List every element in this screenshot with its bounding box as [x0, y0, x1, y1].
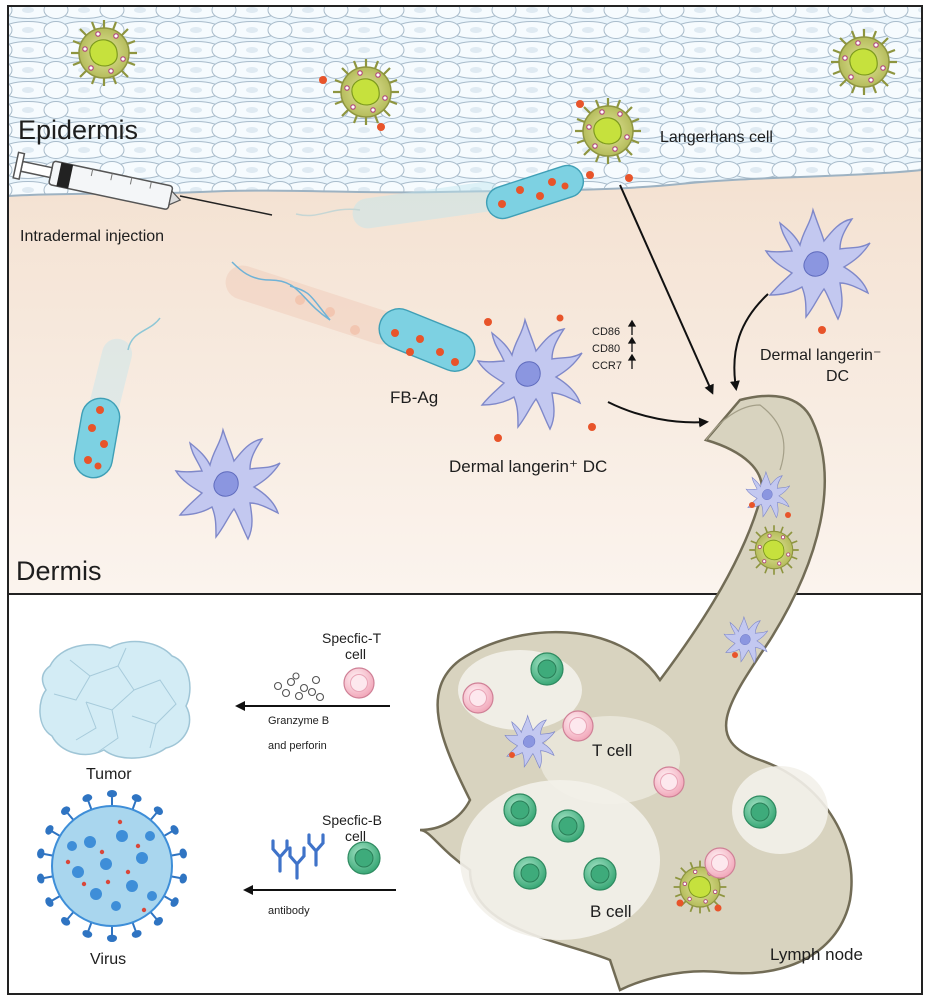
t-cell — [462, 682, 494, 714]
label-tumor: Tumor — [86, 766, 132, 783]
fb-ag-bacteria — [73, 164, 585, 479]
marker-cd80: CD80 — [592, 343, 620, 355]
b-cell — [503, 793, 537, 827]
label-spec-t-line2: cell — [345, 646, 366, 662]
b-cell — [530, 652, 564, 686]
t-cell — [704, 847, 736, 879]
t-cell — [653, 766, 685, 798]
label-antibody: antibody — [268, 905, 310, 917]
bottom-panel-frame — [7, 593, 923, 995]
label-granzyme-line1: Granzyme B — [268, 715, 329, 727]
marker-cd86: CD86 — [592, 326, 620, 338]
granzyme-particles — [273, 672, 325, 702]
b-cell — [583, 857, 617, 891]
lymph-node — [419, 394, 853, 992]
label-granzyme-line2: and perforin — [268, 740, 327, 752]
t-cell — [562, 710, 594, 742]
label-virus: Virus — [90, 951, 126, 968]
langerhans-cell-1 — [69, 18, 139, 88]
b-cell — [743, 795, 777, 829]
label-fb-ag: FB-Ag — [390, 388, 438, 407]
antigen-dots-langerhans — [319, 76, 633, 182]
marker-ccr7: CCR7 — [592, 360, 622, 372]
vessel-langerhans — [748, 524, 800, 576]
label-spec-b-line2: cell — [345, 828, 366, 844]
label-b-cell: B cell — [590, 902, 632, 921]
label-spec-t-line1: Specfic-T — [322, 630, 382, 646]
marker-list: CD86 CD80 CCR7 — [592, 319, 637, 372]
migration-arrows — [607, 184, 769, 428]
b-cell — [551, 809, 585, 843]
label-t-cell: T cell — [592, 741, 632, 760]
epidermis-region — [8, 6, 922, 196]
specific-t-cell — [343, 667, 375, 699]
langerhans-cell-4 — [829, 27, 899, 97]
virus-illustration — [36, 790, 188, 942]
b-cell — [513, 856, 547, 890]
syringe-icon — [12, 151, 273, 216]
label-dermis: Dermis — [16, 556, 102, 586]
label-lymph-node: Lymph node — [770, 945, 863, 964]
specific-b-cell — [347, 841, 381, 875]
label-epidermis: Epidermis — [18, 115, 138, 145]
label-spec-b-line1: Specfic-B — [322, 812, 382, 828]
label-dc-neg-line2: DC — [826, 368, 849, 385]
langerhans-cell-3 — [573, 96, 643, 166]
langerhans-cell-2 — [331, 57, 401, 127]
label-dc-neg-line1: Dermal langerin⁻ — [760, 347, 881, 364]
label-injection: Intradermal injection — [20, 228, 164, 245]
tumor-illustration — [39, 640, 191, 759]
effector-arrows — [235, 701, 396, 895]
label-langerhans: Langerhans cell — [660, 129, 773, 146]
label-dc-pos: Dermal langerin⁺ DC — [449, 457, 607, 476]
